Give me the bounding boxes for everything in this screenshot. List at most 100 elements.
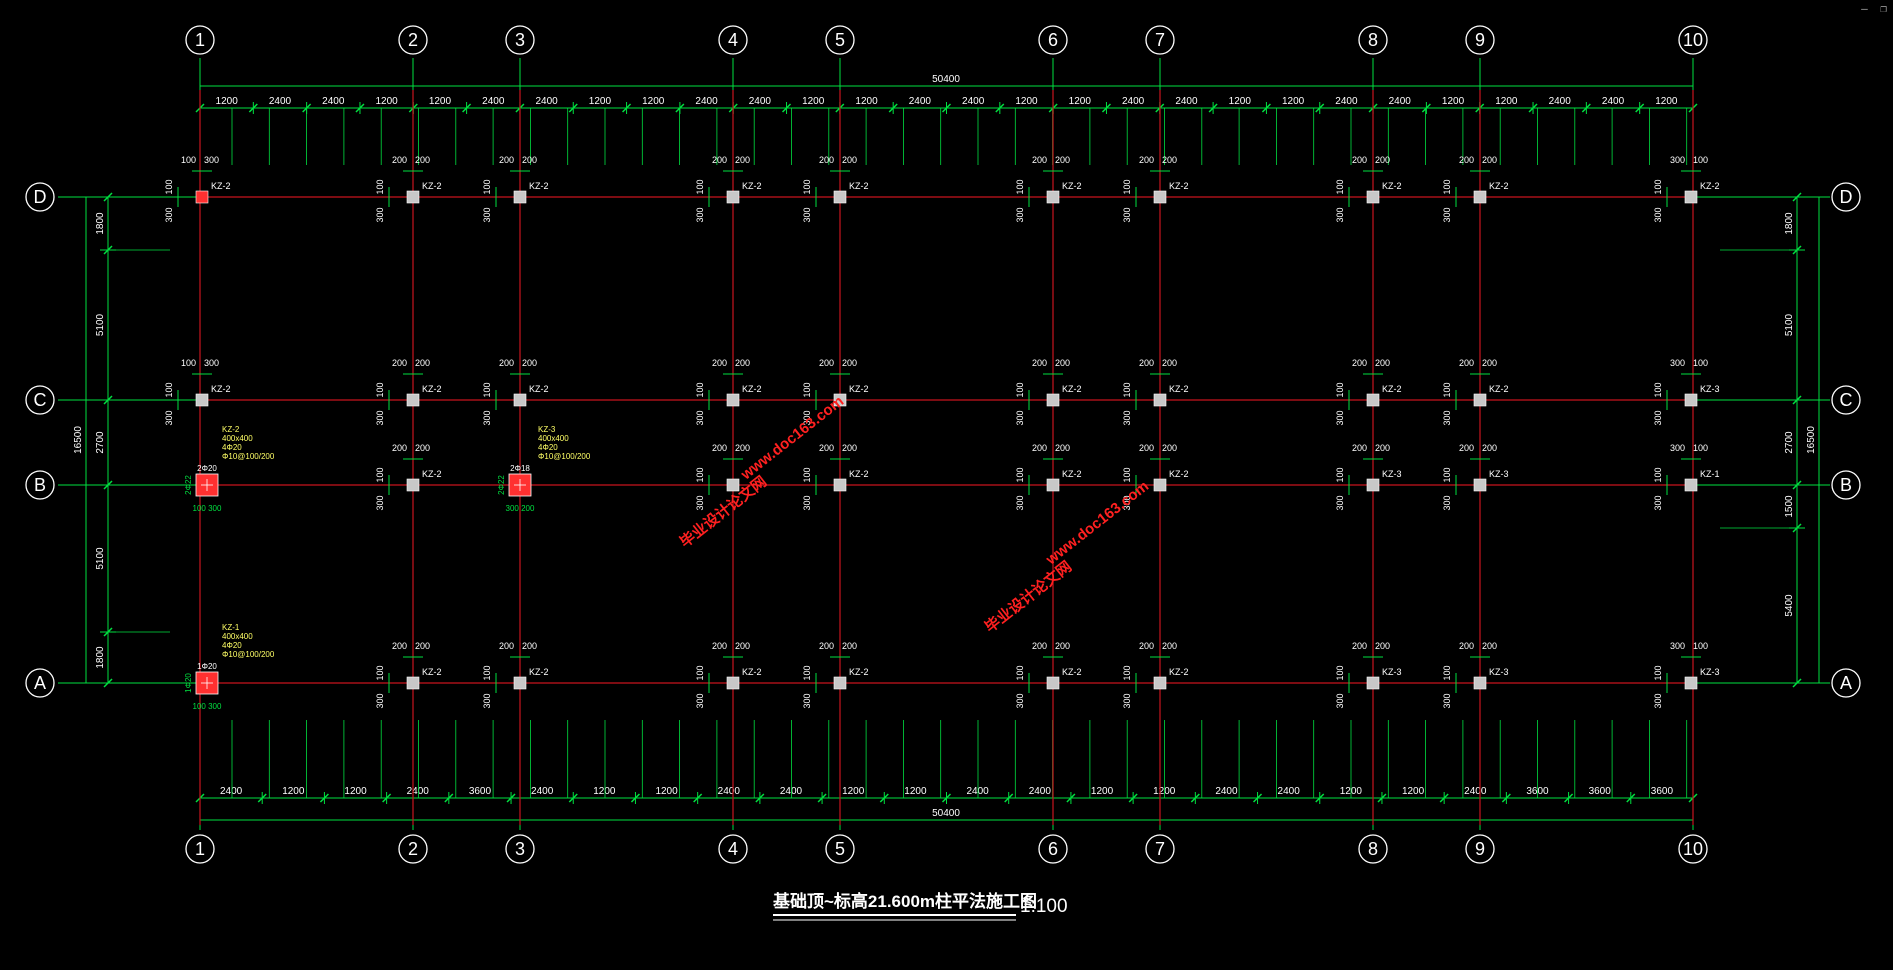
column-offset-side: 300	[1442, 495, 1452, 510]
minimize-icon[interactable]: –	[1861, 2, 1868, 15]
column-C5	[833, 393, 847, 407]
column-D5	[833, 190, 847, 204]
column-B6	[1046, 478, 1060, 492]
column-offset-top: 200	[1459, 358, 1474, 368]
column-offset-side: 100	[802, 467, 812, 482]
bottom-dim-value: 2400	[718, 786, 741, 797]
column-offset-top: 200	[1032, 155, 1047, 165]
column-offset-side: 100	[375, 179, 385, 194]
axis-right-A-label: A	[1840, 673, 1852, 693]
column-A3	[513, 676, 527, 690]
column-offset-side: 300	[482, 410, 492, 425]
column-label: KZ-2	[211, 384, 231, 394]
column-C1	[195, 393, 209, 407]
axis-bottom-6-circle	[1038, 834, 1068, 864]
axis-bottom-10-circle	[1678, 834, 1708, 864]
column-offset-side: 100	[802, 179, 812, 194]
column-offset-top: 100	[1693, 641, 1708, 651]
column-label: KZ-3	[1489, 667, 1509, 677]
column-offset-top: 200	[392, 155, 407, 165]
restore-icon[interactable]: ❐	[1880, 2, 1887, 15]
top-dim-value: 2400	[1335, 96, 1358, 107]
axis-top-8-circle	[1358, 25, 1388, 55]
column-offset-side: 100	[1335, 467, 1345, 482]
column-offset-top: 200	[522, 358, 537, 368]
column-offset-side: 100	[164, 382, 174, 397]
top-dim-value: 1200	[376, 96, 399, 107]
bottom-dim-value: 3600	[1589, 786, 1612, 797]
column-offset-top: 100	[1693, 443, 1708, 453]
top-dim-value: 1200	[642, 96, 665, 107]
column-A2	[406, 676, 420, 690]
axis-bottom-9-circle	[1465, 834, 1495, 864]
axis-bottom-5-circle	[825, 834, 855, 864]
column-offset-top: 200	[842, 641, 857, 651]
left-dim-value: 5100	[95, 313, 106, 336]
column-offset-side: 300	[802, 693, 812, 708]
column-C3	[513, 393, 527, 407]
axis-bottom-5-label: 5	[835, 839, 845, 859]
column-offset-top: 200	[1375, 641, 1390, 651]
column-offset-top: 200	[499, 641, 514, 651]
column-label: KZ-2	[1700, 181, 1720, 191]
detail-side: 2Φ22	[497, 475, 506, 495]
column-label: KZ-2	[1062, 667, 1082, 677]
column-offset-side: 100	[1442, 665, 1452, 680]
column-B2	[406, 478, 420, 492]
detail-table-line: 400x400	[222, 434, 253, 443]
column-label: KZ-2	[1169, 469, 1189, 479]
column-label: KZ-3	[1382, 667, 1402, 677]
bottom-dim-value: 2400	[531, 786, 554, 797]
axis-bottom-4-label: 4	[728, 839, 738, 859]
column-offset-top: 200	[735, 443, 750, 453]
column-label: KZ-2	[742, 181, 762, 191]
axis-top-6-circle	[1038, 25, 1068, 55]
axis-bottom-3-label: 3	[515, 839, 525, 859]
column-offset-side: 100	[164, 179, 174, 194]
axis-bottom-2-circle	[398, 834, 428, 864]
column-offset-top: 200	[415, 358, 430, 368]
column-label: KZ-3	[1700, 384, 1720, 394]
bottom-overall-value: 50400	[932, 808, 960, 819]
column-offset-top: 200	[712, 358, 727, 368]
column-offset-side: 300	[1122, 207, 1132, 222]
column-D2	[406, 190, 420, 204]
top-dim-value: 2400	[1175, 96, 1198, 107]
column-offset-side: 100	[1122, 179, 1132, 194]
column-A4	[726, 676, 740, 690]
axis-bottom-6-label: 6	[1048, 839, 1058, 859]
detail-rebar: 2Φ20	[197, 464, 217, 473]
column-D7	[1153, 190, 1167, 204]
column-offset-side: 300	[375, 495, 385, 510]
watermark-line2: www.doc163.com	[1042, 478, 1152, 569]
detail-table-line: 4Φ20	[222, 443, 242, 452]
drawing-title: 基础顶~标高21.600m柱平法施工图	[772, 891, 1037, 911]
left-dim-value: 1800	[95, 212, 106, 235]
axis-bottom-9-label: 9	[1475, 839, 1485, 859]
detail-bottom: 100 300	[193, 504, 222, 513]
column-D9	[1473, 190, 1487, 204]
column-offset-side: 100	[1015, 179, 1025, 194]
column-label: KZ-2	[1062, 384, 1082, 394]
column-offset-top: 200	[735, 155, 750, 165]
column-offset-top: 200	[392, 641, 407, 651]
top-dim-value: 2400	[1549, 96, 1572, 107]
bottom-dim-value: 1200	[1402, 786, 1425, 797]
column-label: KZ-2	[849, 667, 869, 677]
column-offset-top: 200	[1352, 155, 1367, 165]
column-label: KZ-2	[211, 181, 231, 191]
column-C9	[1473, 393, 1487, 407]
column-offset-side: 100	[695, 665, 705, 680]
axis-left-C-circle	[25, 385, 55, 415]
column-D4	[726, 190, 740, 204]
axis-top-7-circle	[1145, 25, 1175, 55]
column-offset-side: 300	[1335, 693, 1345, 708]
column-offset-top: 200	[1139, 641, 1154, 651]
detail-table-line: 4Φ20	[538, 443, 558, 452]
column-offset-side: 300	[1015, 207, 1025, 222]
column-offset-top: 200	[1482, 155, 1497, 165]
column-offset-side: 300	[1653, 207, 1663, 222]
axis-right-A-circle	[1831, 668, 1861, 698]
